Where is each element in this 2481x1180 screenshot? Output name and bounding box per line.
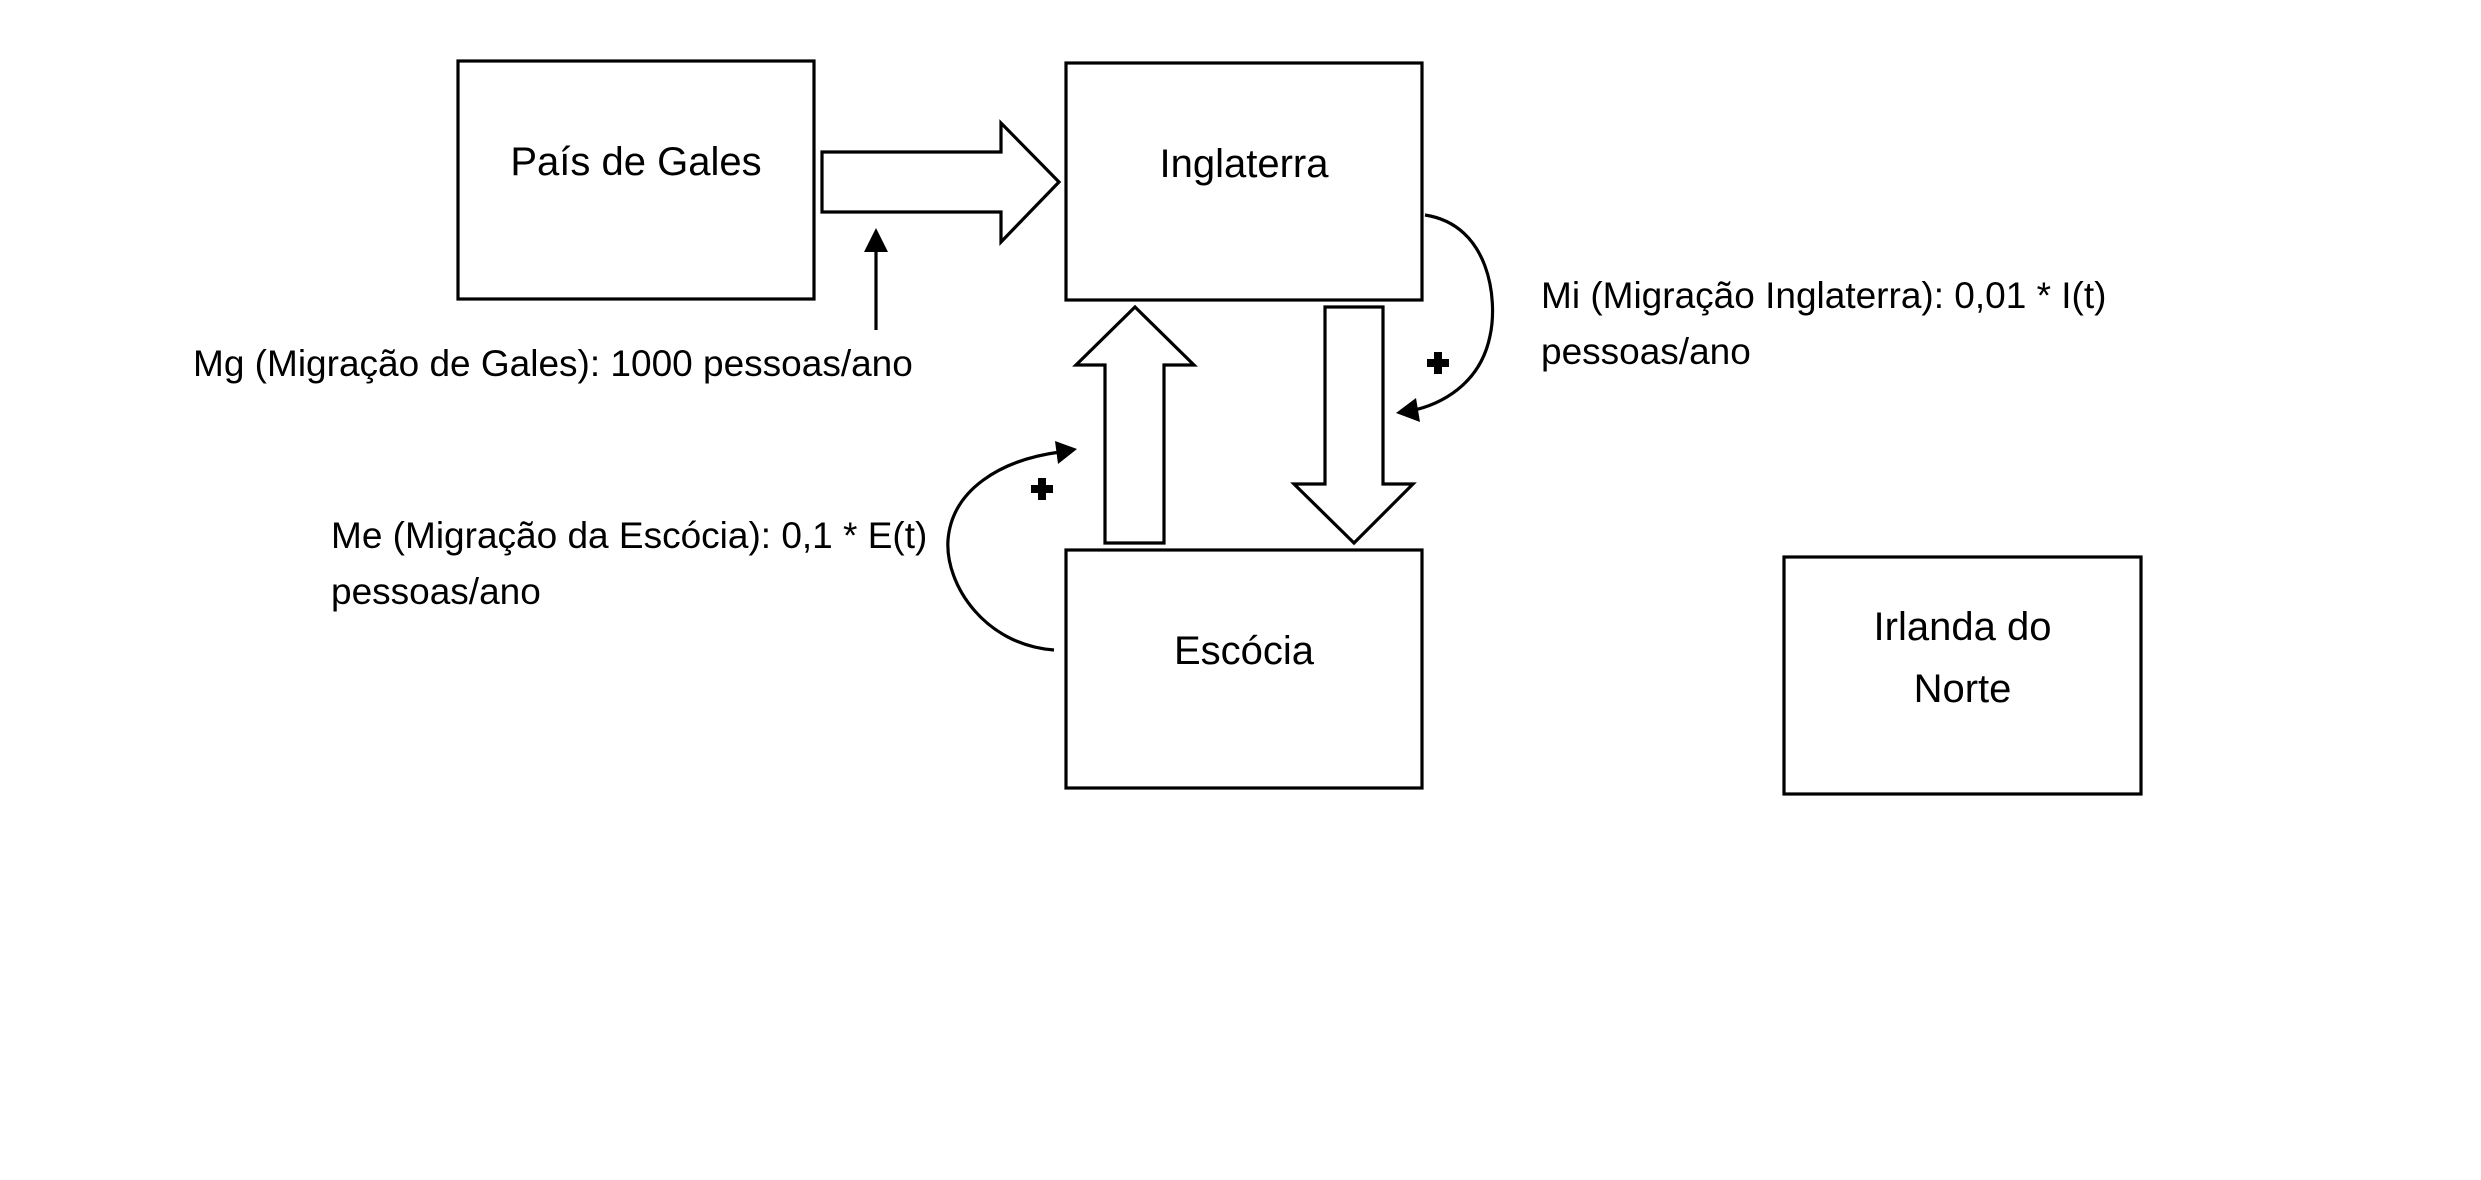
flow-arrow-escocia-to-inglaterra — [1072, 304, 1198, 545]
me-annotation-line2: pessoas/ano — [331, 571, 541, 612]
escocia-box — [1064, 548, 1424, 790]
inglaterra-box — [1064, 61, 1424, 302]
flow-arrow-gales-to-inglaterra — [820, 119, 1062, 246]
mg-pointer-arrowhead — [864, 228, 888, 252]
inglaterra-feedback-curve — [1409, 213, 1495, 413]
me-annotation-line1: Me (Migração da Escócia): 0,1 * E(t) — [331, 515, 928, 556]
mg-annotation: Mg (Migração de Gales): 1000 pessoas/ano — [193, 343, 913, 384]
inglaterra-label: Inglaterra — [1159, 142, 1329, 186]
escocia-feedback-curve — [946, 450, 1061, 652]
irlanda-do-norte-label: Irlanda do Norte — [1873, 605, 2052, 711]
escocia-loop-plus-icon — [1031, 478, 1053, 500]
pais-de-gales-box — [456, 59, 816, 301]
escocia-feedback-arrowhead — [1055, 441, 1077, 464]
escocia-label: Escócia — [1173, 629, 1315, 673]
mi-annotation-line2: pessoas/ano — [1541, 331, 1751, 372]
irlanda-do-norte-box — [1782, 555, 2143, 796]
mi-annotation-line1: Mi (Migração Inglaterra): 0,01 * I(t) — [1541, 275, 2107, 316]
inglaterra-loop-plus-icon — [1427, 352, 1449, 374]
pais-de-gales-label: País de Gales — [510, 140, 762, 184]
flow-arrow-inglaterra-to-escocia — [1290, 305, 1417, 546]
inglaterra-feedback-arrowhead — [1396, 398, 1420, 422]
